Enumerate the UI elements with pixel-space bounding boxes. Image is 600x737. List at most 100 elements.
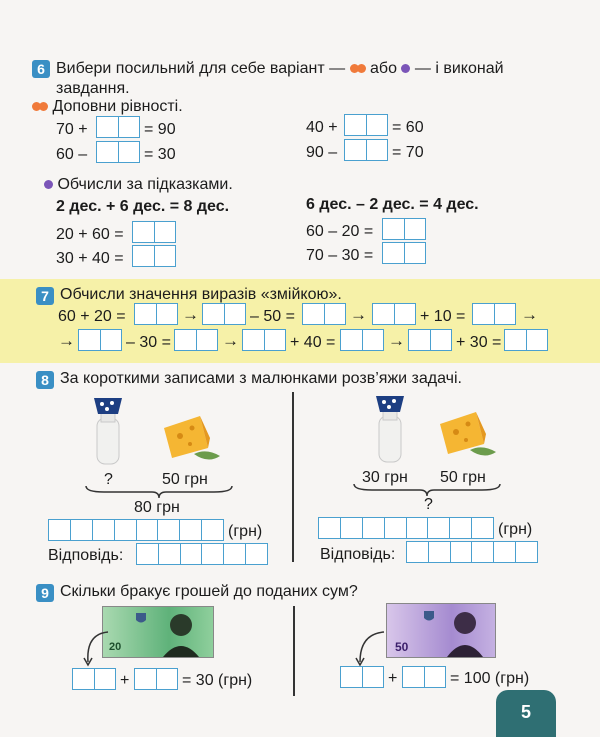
banknote-50-value: 50 — [395, 640, 409, 654]
task7-row1-op2: + 10 = — [420, 308, 466, 325]
calc4-label: 70 – 30 = — [306, 247, 374, 264]
answer-box[interactable] — [136, 543, 268, 565]
answer-box[interactable] — [382, 242, 426, 264]
answer-box[interactable] — [472, 303, 516, 325]
task9-right-result: = 100 (грн) — [450, 670, 530, 687]
answer-box[interactable] — [402, 666, 446, 688]
arrow-right-icon: → — [58, 331, 75, 350]
right-milk-label: 30 грн — [362, 469, 408, 486]
task9-title: Скільки бракує грошей до поданих сум? — [60, 583, 358, 600]
milk-bottle-icon — [94, 398, 122, 465]
solution-box[interactable] — [48, 519, 224, 541]
arrow-right-icon: → — [222, 331, 239, 350]
task8-title: За короткими записами з малюнками розв’я… — [60, 370, 462, 387]
task6-intro-or: або — [370, 60, 397, 77]
answer-box[interactable] — [504, 329, 548, 351]
task6-intro-a: Вибери посильний для себе варіант — — [56, 60, 346, 77]
page-number: 5 — [520, 702, 531, 722]
hint-right: 6 дес. – 2 дес. = 4 дес. — [306, 196, 479, 213]
solution-box[interactable] — [318, 517, 494, 539]
answer-box[interactable] — [372, 303, 416, 325]
right-total-label: ? — [424, 496, 433, 513]
task6-part1-text: Доповни рівності. — [52, 98, 183, 115]
right-unit-label: (грн) — [498, 521, 533, 538]
portrait-icon — [447, 612, 483, 657]
cheese-icon — [164, 416, 220, 460]
eq1-right: = 90 — [144, 121, 176, 138]
eq4-left: 90 – — [306, 144, 338, 161]
arrow-right-icon: → — [350, 305, 367, 324]
answer-box[interactable] — [134, 668, 178, 690]
answer-box[interactable] — [132, 245, 176, 267]
answer-box[interactable] — [96, 141, 140, 163]
answer-box[interactable] — [382, 218, 426, 240]
orange-dot-icon — [356, 64, 366, 74]
answer-box[interactable] — [408, 329, 452, 351]
left-unit-label: (грн) — [228, 523, 263, 540]
task7-row2-op2: + 40 = — [290, 334, 336, 351]
eq1-left: 70 + — [56, 121, 88, 138]
coat-of-arms-icon — [136, 613, 146, 623]
task6-part1-title: Доповни рівності. — [32, 97, 183, 117]
calc1-label: 20 + 60 = — [56, 226, 124, 243]
answer-box[interactable] — [174, 329, 218, 351]
answer-box[interactable] — [96, 116, 140, 138]
task7-row2-op3: + 30 = — [456, 334, 502, 351]
left-milk-label: ? — [104, 471, 113, 488]
answer-box[interactable] — [302, 303, 346, 325]
task9-number: 9 — [36, 584, 54, 602]
answer-box[interactable] — [344, 139, 388, 161]
answer-box[interactable] — [72, 668, 116, 690]
calc2-label: 30 + 40 = — [56, 250, 124, 267]
task6-part2-text: Обчисли за підказками. — [57, 176, 233, 193]
banknote-20: 20 — [102, 606, 214, 658]
orange-dot-icon — [39, 102, 48, 112]
answer-box[interactable] — [132, 221, 176, 243]
arrow-right-icon: → — [388, 331, 405, 350]
answer-box[interactable] — [340, 329, 384, 351]
brace-icon — [85, 485, 233, 499]
eq2-right: = 30 — [144, 146, 176, 163]
arrow-right-icon: → — [521, 305, 538, 324]
task8-divider — [292, 392, 294, 562]
purple-dot-icon — [44, 180, 53, 190]
eq2-left: 60 – — [56, 146, 88, 163]
task8-number: 8 — [36, 371, 54, 389]
answer-box[interactable] — [242, 329, 286, 351]
task7-row2-op1: – 30 = — [126, 334, 171, 351]
answer-box[interactable] — [406, 541, 538, 563]
curved-arrow-icon — [83, 631, 109, 667]
task6-part2-title: Обчисли за підказками. — [44, 175, 233, 195]
answer-box[interactable] — [202, 303, 246, 325]
milk-bottle-icon — [376, 396, 404, 463]
task6-number: 6 — [32, 60, 50, 78]
task7-number: 7 — [36, 287, 54, 305]
task9-divider — [293, 606, 295, 696]
task7-row1-op1: – 50 = — [250, 308, 295, 325]
curved-arrow-icon — [355, 631, 385, 667]
task9-right-plus: + — [388, 670, 398, 687]
banknote-20-value: 20 — [109, 641, 122, 653]
portrait-icon — [163, 614, 199, 657]
answer-box[interactable] — [78, 329, 122, 351]
left-total-label: 80 грн — [134, 499, 180, 516]
left-answer-label: Відповідь: — [48, 547, 124, 564]
arrow-right-icon: → — [182, 305, 199, 324]
right-answer-label: Відповідь: — [320, 546, 396, 563]
eq3-left: 40 + — [306, 119, 338, 136]
orange-dot-icon — [349, 64, 359, 74]
coat-of-arms-icon — [424, 611, 434, 621]
task6-intro-line2: завдання. — [56, 80, 130, 97]
eq4-right: = 70 — [392, 144, 424, 161]
calc3-label: 60 – 20 = — [306, 223, 374, 240]
answer-box[interactable] — [344, 114, 388, 136]
left-cheese-label: 50 грн — [162, 471, 208, 488]
page-number-tab — [496, 690, 556, 737]
task6-intro-line1: Вибери посильний для себе варіант — або … — [56, 59, 504, 79]
task9-left-plus: + — [120, 672, 130, 689]
task7-row1-start: 60 + 20 = — [58, 308, 126, 325]
answer-box[interactable] — [340, 666, 384, 688]
task6-intro-b: — і виконай — [414, 60, 504, 77]
cheese-icon — [440, 412, 496, 456]
answer-box[interactable] — [134, 303, 178, 325]
